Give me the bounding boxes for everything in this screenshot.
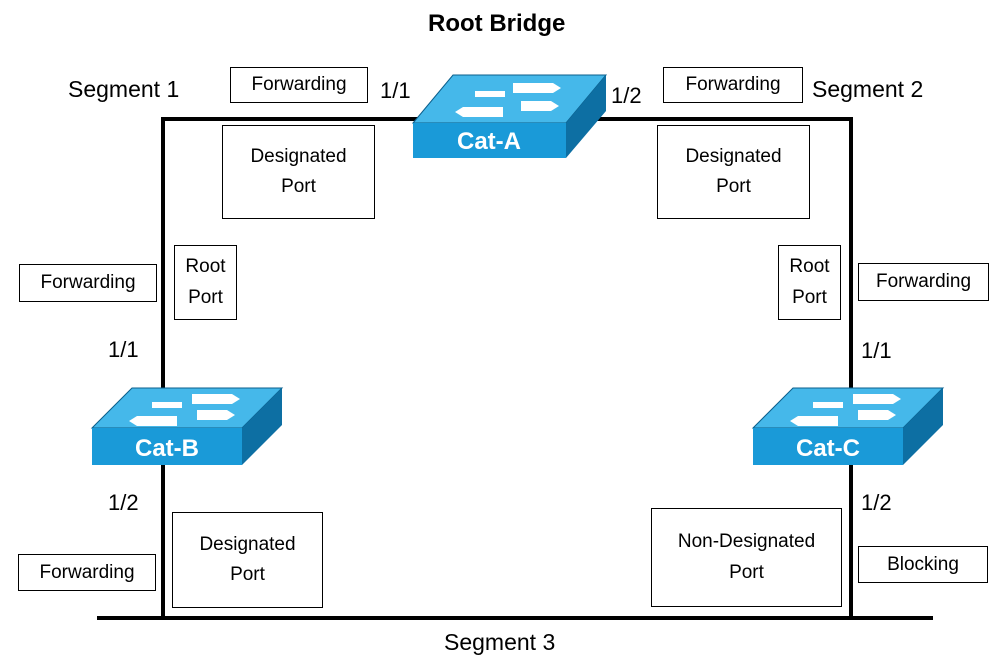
state-label: Forwarding <box>685 74 781 95</box>
role-c-bottom: Non-Designated Port <box>651 508 842 607</box>
state-a-left: Forwarding <box>230 67 368 103</box>
state-c-bottom: Blocking <box>858 546 988 583</box>
switch-front-face <box>92 428 242 465</box>
state-b-top: Forwarding <box>19 264 157 302</box>
port-c-top-number: 1/1 <box>861 338 892 363</box>
role-line-2: Port <box>188 286 223 308</box>
state-label: Forwarding <box>40 272 136 293</box>
port-b-top-number: 1/1 <box>108 337 139 362</box>
role-line-1: Designated <box>250 145 347 167</box>
switch-arrows-icon <box>455 83 561 117</box>
port-b-bottom-number: 1/2 <box>108 490 139 515</box>
state-a-right: Forwarding <box>663 67 803 103</box>
segment-1-label: Segment 1 <box>68 76 180 102</box>
role-c-top: Root Port <box>778 245 841 320</box>
switch-front-face <box>413 123 566 158</box>
switch-label-b: Cat-B <box>135 435 199 462</box>
switch-cat-c[interactable]: Cat-C <box>751 387 945 465</box>
role-line-2: Port <box>729 561 764 583</box>
role-line-2: Port <box>281 176 316 197</box>
state-label: Forwarding <box>39 561 135 583</box>
state-label: Forwarding <box>251 74 347 95</box>
role-b-top: Root Port <box>174 245 237 320</box>
segment-3-label: Segment 3 <box>444 629 556 655</box>
role-b-bottom: Designated Port <box>172 512 323 608</box>
switch-cat-a[interactable]: Cat-A <box>411 74 608 158</box>
segment-2-label: Segment 2 <box>812 76 924 102</box>
role-line-1: Root <box>185 256 226 278</box>
role-line-1: Non-Designated <box>677 531 816 553</box>
state-label: Blocking <box>887 553 959 575</box>
port-a-right-number: 1/2 <box>611 83 642 108</box>
role-a-left: Designated Port <box>222 125 375 219</box>
role-line-1: Root <box>789 256 830 278</box>
role-line-2: Port <box>230 564 265 585</box>
role-line-1: Designated <box>685 145 782 167</box>
role-line-2: Port <box>792 286 827 308</box>
switch-label-a: Cat-A <box>457 128 521 155</box>
state-c-top: Forwarding <box>858 263 989 301</box>
state-b-bottom: Forwarding <box>18 554 156 591</box>
switch-cat-b[interactable]: Cat-B <box>90 387 284 465</box>
role-line-1: Designated <box>199 533 296 555</box>
switch-side-face <box>566 75 606 158</box>
role-line-2: Port <box>716 176 751 197</box>
switch-arrows-icon <box>129 394 240 426</box>
switch-side-face <box>242 388 282 465</box>
diagram-title: Root Bridge <box>428 10 566 37</box>
port-c-bottom-number: 1/2 <box>861 490 892 515</box>
port-a-left-number: 1/1 <box>380 78 411 103</box>
switch-arrows-icon <box>790 394 901 426</box>
state-label: Forwarding <box>875 271 972 292</box>
switch-label-c: Cat-C <box>796 435 860 462</box>
switch-side-face <box>903 388 943 465</box>
switch-front-face <box>753 428 903 465</box>
role-a-right: Designated Port <box>657 125 810 219</box>
